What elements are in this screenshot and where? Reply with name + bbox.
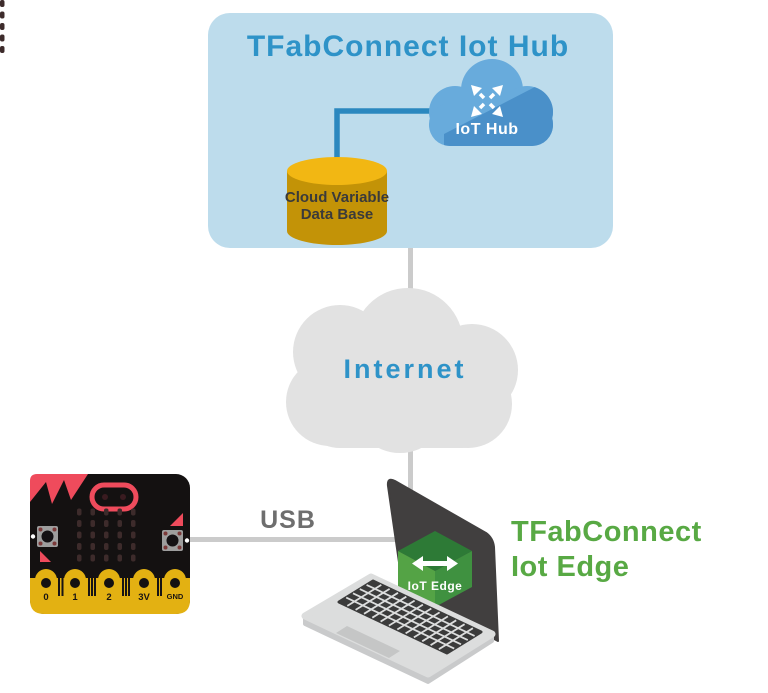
- hub-panel-title: TFabConnect Iot Hub: [247, 30, 569, 63]
- iot-hub-cloud-icon: IoT Hub: [429, 59, 553, 146]
- database-label-line2: Data Base: [301, 206, 374, 223]
- microbit-corner-decoration: [30, 474, 88, 504]
- db-to-cloud-connector: [334, 108, 452, 160]
- cloud-variable-database-icon: Cloud Variable Data Base: [285, 157, 389, 245]
- internet-cloud: Internet: [286, 288, 518, 453]
- microbit-pin-strip: 0 1 2 3V GND: [30, 569, 190, 614]
- microbit-pill-connector: [89, 482, 139, 512]
- iot-hub-cloud-label: IoT Hub: [455, 121, 518, 138]
- pin-label-1: 1: [72, 592, 78, 603]
- microbit-button-a[interactable]: [37, 526, 58, 547]
- usb-label: USB: [260, 506, 316, 534]
- pin-label-2: 2: [106, 592, 111, 603]
- microbit-button-b[interactable]: [162, 530, 183, 551]
- pin-label-gnd: GND: [167, 592, 184, 601]
- edge-title-line1: TFabConnect: [511, 516, 702, 548]
- microbit-board: 0 1 2 3V GND: [0, 0, 190, 614]
- database-label-line1: Cloud Variable: [285, 189, 389, 206]
- button-b-marker: [170, 513, 183, 526]
- expand-arrows-icon: [471, 85, 503, 117]
- hub-panel: TFabConnect Iot Hub Cloud Variable Data …: [208, 13, 613, 248]
- laptop-trackpad: [336, 626, 400, 658]
- laptop-keyboard: [337, 579, 483, 655]
- microbit-led-grid: [0, 0, 136, 562]
- iot-edge-cube-icon: IoT Edge: [398, 531, 472, 607]
- internet-label: Internet: [343, 354, 466, 384]
- edge-dot-left: [30, 534, 36, 539]
- double-arrow-icon: [412, 556, 458, 571]
- usb-connector-line: [188, 537, 400, 542]
- button-a-marker: [40, 551, 51, 562]
- edge-dot-right: [184, 538, 190, 543]
- pin-label-0: 0: [43, 592, 48, 603]
- edge-title: TFabConnect Iot Edge: [511, 516, 702, 583]
- iot-edge-laptop: IoT Edge: [301, 478, 499, 684]
- pin-label-3v: 3V: [138, 592, 150, 603]
- edge-title-line2: Iot Edge: [511, 551, 629, 583]
- iot-edge-cube-label: IoT Edge: [408, 579, 463, 593]
